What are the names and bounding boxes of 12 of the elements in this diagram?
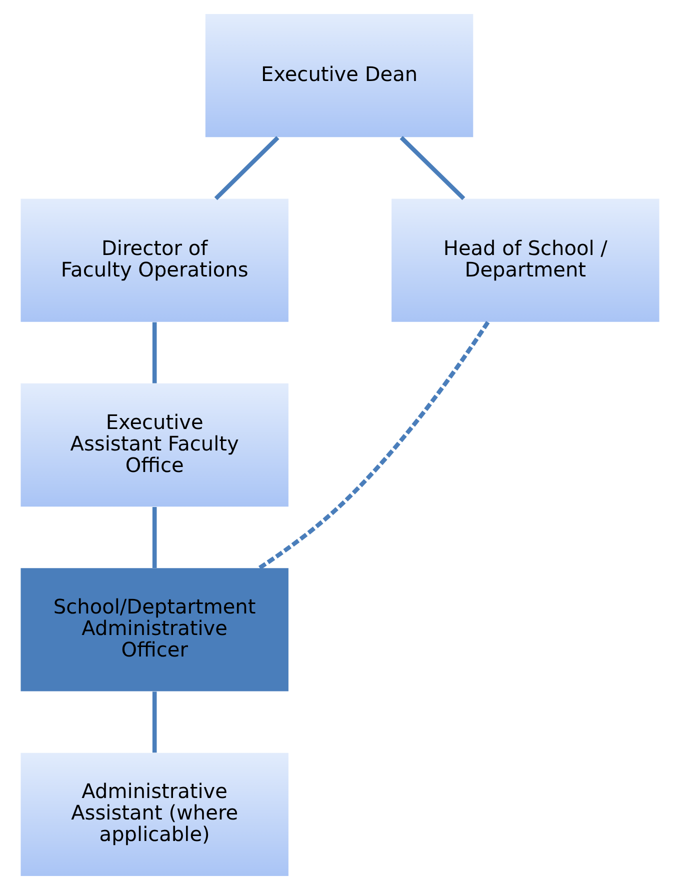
connector: [152, 692, 156, 753]
node-box: Director of Faculty Operations: [20, 198, 288, 322]
node-box: School/DeptartmentAdministrative Officer: [20, 568, 288, 692]
node-box: Executive Dean: [204, 14, 473, 138]
connector: [399, 136, 465, 200]
node-box: Executive Assistant Faculty Office: [20, 383, 288, 507]
node-box: Administrative Assistant (where applicable): [20, 752, 288, 876]
connector: [152, 322, 156, 384]
node-box: Head of School / Department: [391, 198, 659, 322]
connector: [258, 320, 490, 570]
connector: [214, 136, 279, 200]
connector: [152, 506, 156, 568]
